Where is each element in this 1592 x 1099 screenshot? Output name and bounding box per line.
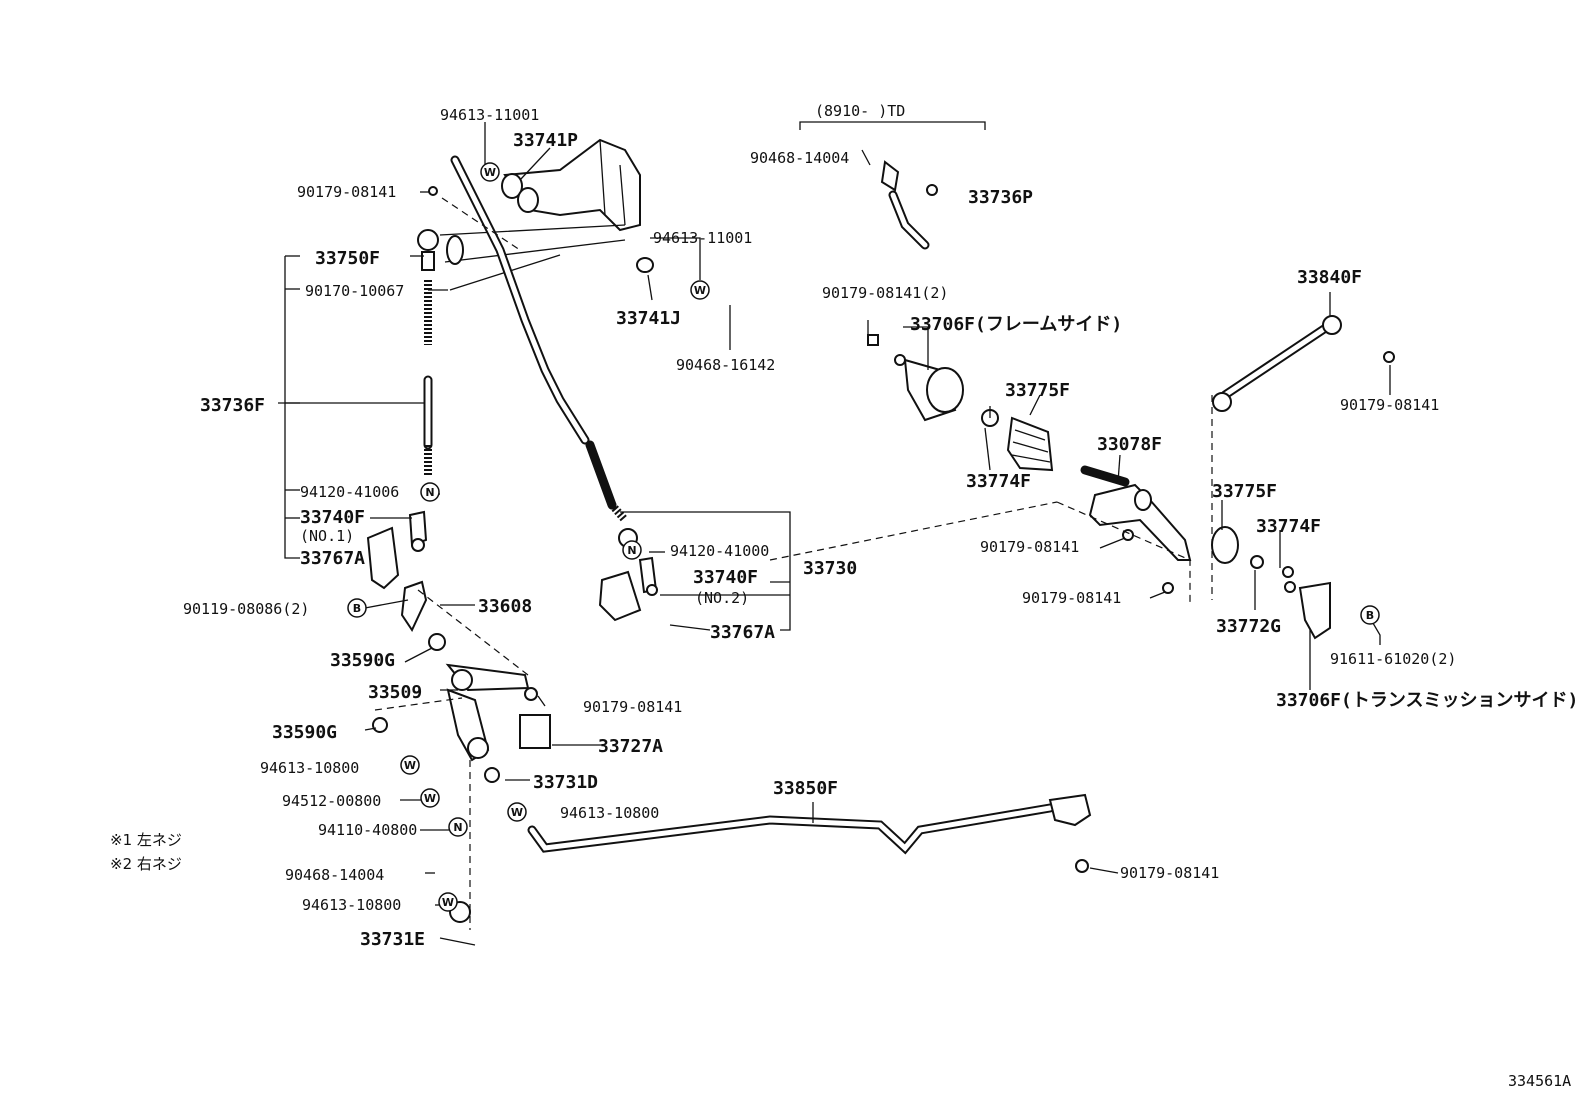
svg-text:B: B [1366, 609, 1374, 622]
svg-text:N: N [425, 486, 434, 499]
label-33736P: 33736P [968, 187, 1033, 208]
note-left-thread: ※1 左ネジ [110, 831, 182, 849]
washer-icon: W [400, 755, 420, 775]
label-33727A: 33727A [598, 736, 663, 757]
part-labels: 94613-11001 33741P 90179-08141 94613-110… [183, 102, 1578, 950]
label-91611-61020: 91611-61020(2) [1330, 650, 1456, 668]
label-33590G: 33590G [272, 722, 337, 743]
label-90179-08141: 90179-08141 [297, 183, 396, 201]
label-33590G: 33590G [330, 650, 395, 671]
label-33741P: 33741P [513, 130, 578, 151]
label-90179-08141: 90179-08141 [1022, 589, 1121, 607]
bolt-symbols: B B [347, 598, 1380, 625]
label-90170-10067: 90170-10067 [305, 282, 404, 300]
svg-text:W: W [511, 806, 523, 819]
figure-number: 334561A [1508, 1072, 1571, 1090]
label-33772G: 33772G [1216, 616, 1281, 637]
shift-arm-right [769, 315, 1395, 640]
cable-end-frame [867, 334, 1054, 472]
label-33840F: 33840F [1297, 267, 1362, 288]
label-94613-10800: 94613-10800 [560, 804, 659, 822]
leader-lines [278, 122, 1391, 946]
svg-text:B: B [353, 602, 361, 615]
label-33706F-frame: 33706F(フレームサイド) [910, 314, 1122, 335]
label-33740F-no2: 33740F [693, 567, 758, 588]
nut-symbols: N N N [420, 482, 642, 837]
label-90179-08141: 90179-08141 [980, 538, 1079, 556]
label-td-range: (8910- )TD [815, 102, 905, 120]
nut-icon: N [622, 540, 642, 560]
label-94613-11001: 94613-11001 [653, 229, 752, 247]
label-33731E: 33731E [360, 929, 425, 950]
note-right-thread: ※2 右ネジ [110, 855, 182, 873]
washer-icon: W [438, 892, 458, 912]
shift-lever-assembly [439, 138, 654, 523]
label-33608: 33608 [478, 596, 532, 617]
label-33509: 33509 [368, 682, 422, 703]
label-33736F: 33736F [200, 395, 265, 416]
svg-text:W: W [484, 166, 496, 179]
label-94120-41006: 94120-41006 [300, 483, 399, 501]
label-no1: (NO.1) [300, 527, 354, 545]
washer-icon: W [420, 788, 440, 808]
label-33740F-no1: 33740F [300, 507, 365, 528]
bracket-no2 [598, 528, 658, 622]
label-90179-08141: 90179-08141 [1120, 864, 1219, 882]
thread-notes: ※1 左ネジ ※2 右ネジ [110, 831, 182, 873]
svg-text:N: N [627, 544, 636, 557]
washer-icon: W [690, 280, 710, 300]
label-33774F: 33774F [1256, 516, 1321, 537]
label-33730: 33730 [803, 558, 857, 579]
label-94120-41000: 94120-41000 [670, 542, 769, 560]
label-33731D: 33731D [533, 772, 598, 793]
label-90179-08141-2: 90179-08141(2) [822, 284, 948, 302]
label-90468-14004: 90468-14004 [750, 149, 849, 167]
label-33741J: 33741J [616, 308, 681, 329]
washer-symbols: W W W W W W [400, 162, 710, 912]
washer-icon: W [480, 162, 500, 182]
label-33767A: 33767A [300, 548, 365, 569]
label-33750F: 33750F [315, 248, 380, 269]
svg-text:W: W [694, 284, 706, 297]
svg-text:W: W [442, 896, 454, 909]
svg-text:N: N [453, 821, 462, 834]
label-90179-08141: 90179-08141 [1340, 396, 1439, 414]
svg-text:W: W [424, 792, 436, 805]
label-94613-11001: 94613-11001 [440, 106, 539, 124]
label-90119-08086: 90119-08086(2) [183, 600, 309, 618]
label-94613-10800: 94613-10800 [302, 896, 401, 914]
rod-33850F [527, 793, 1092, 873]
label-33078F: 33078F [1097, 434, 1162, 455]
label-90468-14004: 90468-14004 [285, 866, 384, 884]
bolt-icon: B [1360, 605, 1380, 625]
label-33775F: 33775F [1212, 481, 1277, 502]
label-33850F: 33850F [773, 778, 838, 799]
label-90179-08141: 90179-08141 [583, 698, 682, 716]
label-33775F: 33775F [1005, 380, 1070, 401]
label-94110-40800: 94110-40800 [318, 821, 417, 839]
lower-linkage [366, 197, 551, 930]
td-lever [799, 121, 986, 250]
nut-icon: N [448, 817, 468, 837]
label-33767A: 33767A [710, 622, 775, 643]
label-94613-10800: 94613-10800 [260, 759, 359, 777]
label-33706F-trans: 33706F(トランスミッションサイド) [1276, 690, 1578, 711]
label-94512-00800: 94512-00800 [282, 792, 381, 810]
washer-icon: W [507, 802, 527, 822]
svg-text:W: W [404, 759, 416, 772]
label-90468-16142: 90468-16142 [676, 356, 775, 374]
label-no2: (NO.2) [695, 589, 749, 607]
bolt-icon: B [347, 598, 367, 618]
nut-icon: N [420, 482, 440, 502]
rod-33736F [417, 186, 439, 475]
label-33774F: 33774F [966, 471, 1031, 492]
